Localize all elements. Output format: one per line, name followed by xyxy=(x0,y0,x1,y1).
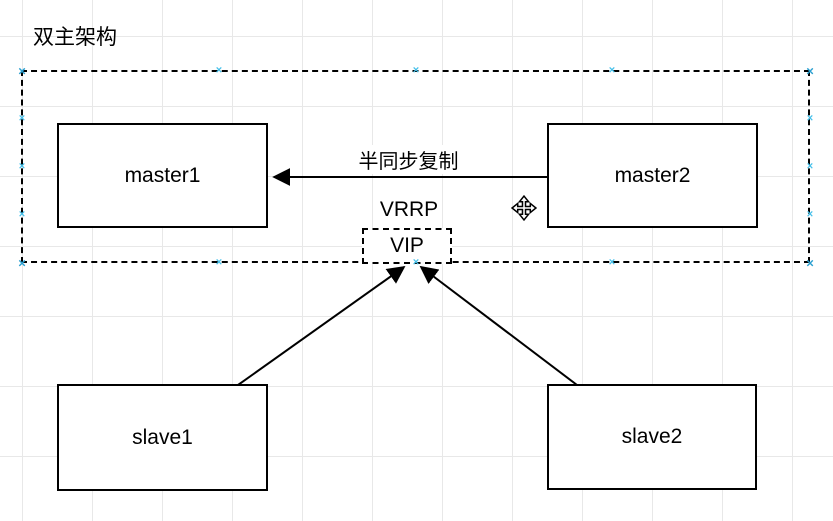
node-slave2-label: slave2 xyxy=(621,425,683,448)
move-cursor-icon xyxy=(511,195,537,221)
edge-slave2-to-vip[interactable] xyxy=(419,265,578,386)
diagram-title[interactable]: 双主架构 xyxy=(33,26,117,49)
connection-point-icon[interactable]: × xyxy=(18,160,26,173)
connection-point-icon[interactable]: × xyxy=(806,255,814,271)
connection-point-icon[interactable]: × xyxy=(412,64,420,77)
connection-point-icon[interactable]: × xyxy=(18,63,26,79)
node-slave1[interactable]: slave1 xyxy=(57,384,268,491)
connection-point-icon[interactable]: × xyxy=(215,64,223,77)
node-vip[interactable]: VIP xyxy=(362,228,452,264)
connection-point-icon[interactable]: × xyxy=(215,256,223,269)
replication-edge-label[interactable]: 半同步复制 xyxy=(348,145,469,174)
connection-point-icon[interactable]: × xyxy=(608,64,616,77)
connection-point-icon[interactable]: × xyxy=(806,208,814,221)
node-master1[interactable]: master1 xyxy=(57,123,268,228)
node-master2[interactable]: master2 xyxy=(547,123,758,228)
connection-point-icon[interactable]: × xyxy=(806,112,814,125)
edge-slave1-to-vip[interactable] xyxy=(237,265,406,386)
node-master2-label: master2 xyxy=(614,163,691,187)
node-slave1-label: slave1 xyxy=(132,425,193,449)
connection-point-icon[interactable]: × xyxy=(18,255,26,271)
connection-point-icon[interactable]: × xyxy=(806,63,814,79)
connection-point-icon[interactable]: × xyxy=(608,256,616,269)
connection-point-icon[interactable]: × xyxy=(806,160,814,173)
node-vip-label: VIP xyxy=(390,234,424,257)
vrrp-label[interactable]: VRRP xyxy=(379,198,439,221)
connection-point-icon[interactable]: × xyxy=(18,112,26,125)
node-master1-label: master1 xyxy=(124,163,201,187)
node-slave2[interactable]: slave2 xyxy=(547,384,757,490)
connection-point-icon[interactable]: × xyxy=(412,256,420,269)
connection-point-icon[interactable]: × xyxy=(18,208,26,221)
